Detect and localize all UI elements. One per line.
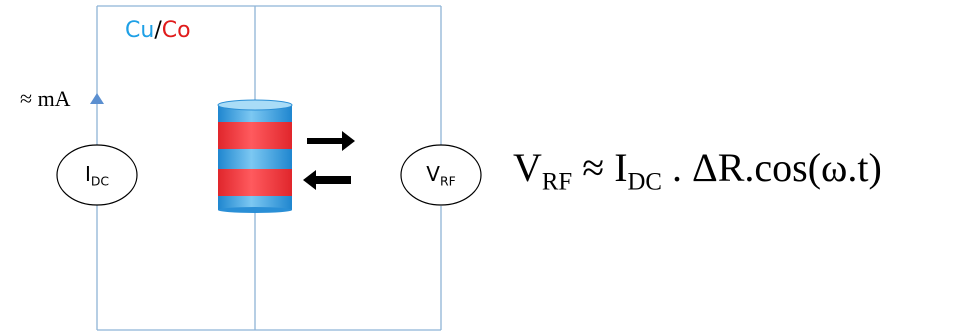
pillar-layer-co bbox=[218, 169, 292, 196]
formula-rhs-subscript: DC bbox=[627, 168, 662, 196]
formula-lhs-subscript: RF bbox=[541, 168, 573, 196]
dc-source-subscript: DC bbox=[90, 173, 110, 189]
rf-voltage-formula: VRF ≈ IDC . ΔR.cos(ω.t) bbox=[513, 145, 882, 195]
material-label: Cu/Co bbox=[125, 20, 191, 42]
arrow-right-icon bbox=[307, 131, 355, 151]
rf-source-subscript: RF bbox=[439, 173, 456, 189]
bidirectional-arrows-icon bbox=[303, 131, 355, 190]
formula-lhs-symbol: V bbox=[513, 145, 542, 190]
circuit-wires bbox=[96, 5, 442, 331]
co-label: Co bbox=[161, 18, 191, 43]
pillar-layer-cu bbox=[218, 149, 292, 169]
arrow-left-icon bbox=[303, 170, 351, 190]
rf-source-circle bbox=[400, 144, 482, 206]
multilayer-pillar bbox=[217, 99, 293, 213]
current-direction-arrow-icon bbox=[90, 93, 104, 104]
pillar-layer-co bbox=[218, 122, 292, 149]
formula-rest: . ΔR.cos(ω.t) bbox=[661, 145, 882, 190]
dc-source-label: IDC bbox=[57, 162, 137, 187]
rf-source-symbol: V bbox=[426, 162, 440, 186]
dc-source-symbol: I bbox=[84, 162, 91, 186]
current-approx-label: ≈ mA bbox=[20, 86, 71, 111]
dc-source-circle bbox=[56, 144, 138, 206]
pillar-layer-cu bbox=[218, 196, 292, 210]
cu-label: Cu bbox=[125, 18, 155, 43]
rf-source-label: VRF bbox=[401, 162, 481, 187]
formula-approx: ≈ bbox=[572, 145, 615, 190]
pillar-bottom-ellipse bbox=[218, 207, 292, 213]
slash-label: / bbox=[154, 18, 162, 43]
pillar-top-ellipse bbox=[217, 99, 293, 111]
formula-rhs-symbol: I bbox=[614, 145, 628, 190]
